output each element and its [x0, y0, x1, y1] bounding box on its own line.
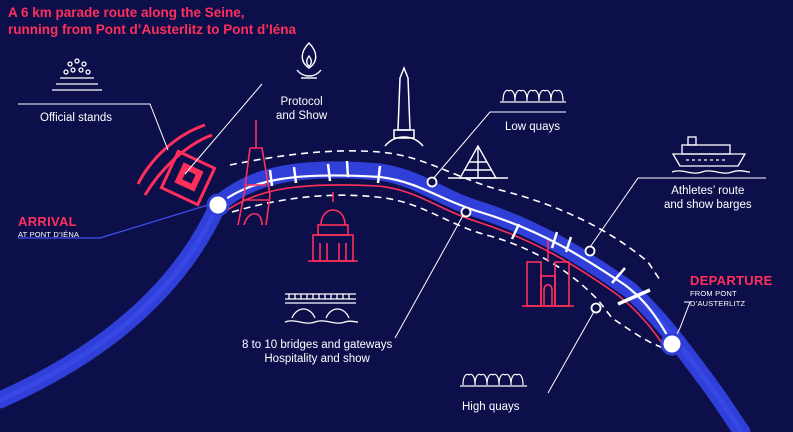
bridges-line-2: Hospitality and show — [264, 353, 370, 366]
notre-dame-icon — [522, 240, 574, 307]
label-low-quays: Low quays — [505, 121, 560, 133]
obelisk-icon — [384, 65, 424, 147]
departure-point — [660, 332, 684, 356]
title-line-2: running from Pont d’Austerlitz to Pont d… — [8, 22, 296, 37]
eiffel-tower-icon — [237, 120, 271, 226]
pyramid-icon — [448, 144, 508, 179]
label-bridges: 8 to 10 bridges and gateways Hospitality… — [242, 338, 392, 367]
bridge-marks — [268, 160, 651, 306]
label-athletes-route: Athletes’ route and show barges — [664, 184, 752, 213]
arrival-title: ARRIVAL — [18, 214, 77, 229]
callout-points — [426, 176, 602, 314]
athletes-line-2: and show barges — [664, 199, 752, 212]
protocol-line-1: Protocol — [280, 96, 323, 108]
protocol-line-2: and Show — [276, 110, 328, 123]
arrival-subtitle: AT PONT D’IÉNA — [18, 230, 80, 240]
crowd-icon — [460, 373, 527, 387]
title-line-1: A 6 km parade route along the Seine, — [8, 5, 245, 20]
label-protocol: Protocol and Show — [276, 95, 327, 124]
stands-icon — [52, 58, 102, 91]
leader-lines — [18, 83, 766, 394]
arrival-label: ARRIVAL AT PONT D’IÉNA — [18, 214, 79, 240]
label-high-quays: High quays — [462, 401, 520, 413]
quay-boundary-south — [231, 194, 671, 351]
invalides-dome-icon — [308, 192, 358, 262]
quay-boundary-north — [229, 150, 661, 281]
parade-route-red — [221, 184, 665, 347]
bridges-line-1: 8 to 10 bridges and gateways — [242, 339, 393, 351]
arrival-point — [206, 193, 230, 217]
crowd-icon — [500, 89, 566, 103]
flame-icon — [296, 42, 322, 79]
departure-label: DEPARTURE FROM PONT D’AUSTERLITZ — [690, 273, 793, 308]
athletes-line-1: Athletes’ route — [671, 185, 745, 197]
label-official-stands: Official stands — [40, 112, 113, 124]
page-title: A 6 km parade route along the Seine, run… — [8, 4, 296, 38]
bridge-icon — [284, 293, 359, 324]
official-stands-footprint — [136, 123, 217, 207]
departure-title: DEPARTURE — [690, 273, 773, 288]
arrival-leader — [18, 204, 209, 239]
barge-icon — [671, 136, 751, 174]
departure-subtitle: FROM PONT D’AUSTERLITZ — [690, 289, 746, 308]
seine-river — [0, 161, 751, 432]
